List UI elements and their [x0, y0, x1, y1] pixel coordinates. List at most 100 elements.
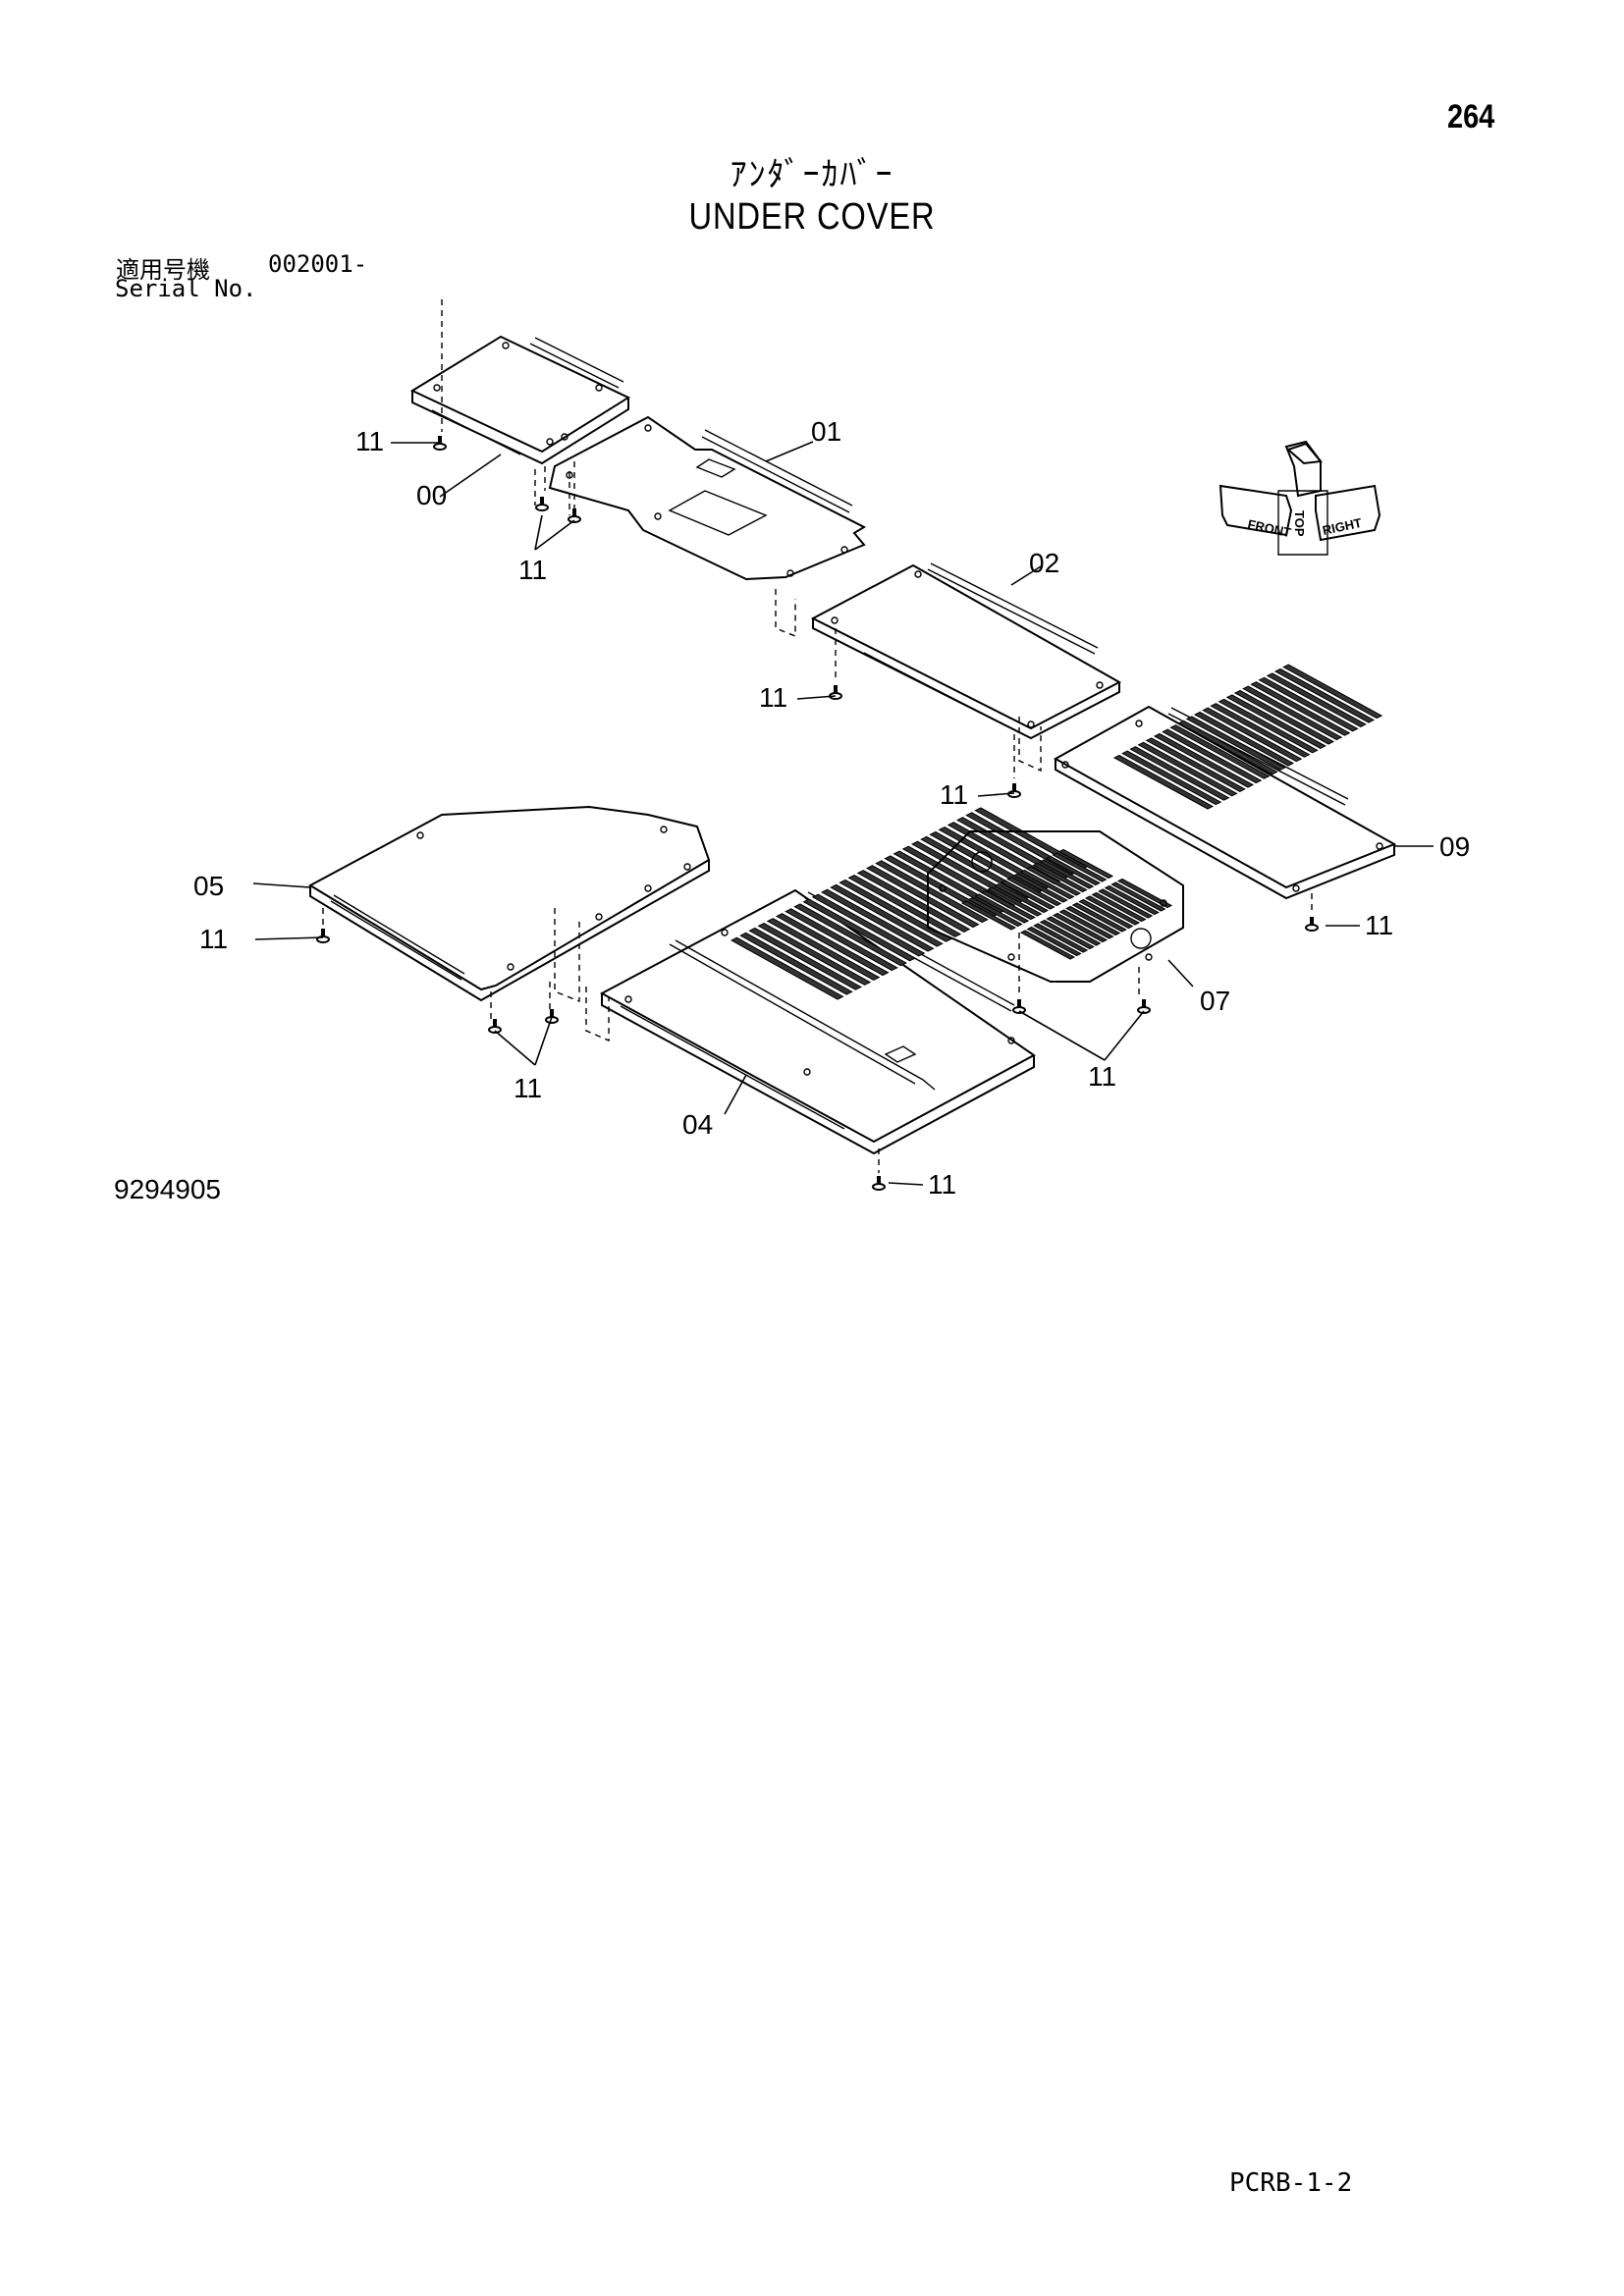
vent-slot	[820, 888, 935, 952]
callout-11: 11	[355, 426, 384, 456]
vent-slot	[730, 936, 844, 1000]
vent-slot	[757, 922, 872, 986]
vent-slot	[875, 860, 989, 924]
vent-slot	[1153, 732, 1255, 788]
drawing-number: 9294905	[114, 1174, 222, 1204]
vent-slot	[1250, 681, 1351, 736]
vent-slot	[1145, 737, 1246, 792]
vent-slot	[960, 900, 1017, 931]
vent-slot	[1058, 909, 1114, 939]
vent-slot	[1012, 873, 1068, 903]
vent-slot	[1019, 930, 1076, 960]
bolt-icon	[1137, 999, 1151, 1014]
leader-lines	[252, 441, 1434, 1186]
vent-slot	[1057, 848, 1114, 880]
vent-slot	[1273, 667, 1376, 723]
bolt-icon	[316, 929, 330, 943]
callout-11: 11	[518, 555, 547, 585]
part-07-vented-plate	[927, 830, 1184, 983]
callout-04: 04	[682, 1109, 713, 1140]
bolt-icon	[1012, 999, 1026, 1014]
vent-slot	[847, 874, 962, 937]
bolt-icon	[568, 508, 581, 523]
vent-slot	[1091, 891, 1147, 923]
callout-11: 11	[514, 1073, 542, 1103]
vent-slot	[1052, 852, 1108, 882]
page-number: 264	[1447, 98, 1495, 135]
vent-slot	[1000, 880, 1056, 910]
vent-slot	[775, 913, 890, 977]
vent-slot	[1104, 884, 1160, 916]
vent-slot	[1185, 716, 1286, 771]
vent-slot	[1169, 724, 1271, 779]
vent-slot	[1210, 703, 1311, 758]
vent-slot	[1071, 902, 1127, 933]
vent-slot	[1129, 746, 1230, 801]
callout-09: 09	[1439, 831, 1470, 862]
bolt-icon	[1305, 917, 1319, 932]
orientation-label-top: TOP	[1292, 510, 1307, 537]
part-04-vented-cover	[599, 807, 1088, 1155]
callout-11: 11	[928, 1169, 956, 1200]
bolt-icon	[1007, 783, 1021, 798]
vent-slot	[830, 883, 944, 947]
callout-11: 11	[1088, 1061, 1116, 1092]
vent-slot	[974, 893, 1030, 924]
page-title: UNDER COVER	[688, 196, 936, 238]
page-code: PCRB-1-2	[1229, 2168, 1353, 2198]
vent-slot	[980, 889, 1036, 921]
vent-slot	[1266, 672, 1367, 727]
callout-11: 11	[759, 682, 787, 713]
callout-labels: 11 00 11 01 02 11 11 09 05 11 11 07 11 1…	[193, 416, 1470, 1200]
vent-slot	[1218, 698, 1319, 754]
alignment-guides	[322, 299, 1313, 1173]
part-00-cover	[409, 335, 631, 465]
vent-slot	[1162, 728, 1263, 784]
vent-slot	[766, 918, 881, 981]
vent-slot	[748, 927, 862, 990]
vent-slot	[1193, 711, 1295, 767]
vent-slot	[1177, 720, 1278, 775]
vent-slot	[1242, 685, 1343, 741]
vent-slot	[993, 882, 1050, 914]
orientation-icon: TOP FRONT RIGHT	[1218, 440, 1381, 556]
vent-slot	[1078, 898, 1134, 930]
vent-slot	[1026, 926, 1082, 957]
bolt-icon	[872, 1176, 886, 1191]
vent-slot	[1202, 707, 1303, 763]
serial-label: Serial No.	[115, 275, 257, 302]
vent-slot	[987, 886, 1043, 917]
vent-slot	[1282, 664, 1383, 720]
vent-slot	[785, 908, 898, 972]
callout-01: 01	[811, 416, 841, 447]
vent-slot	[739, 932, 853, 995]
vent-slot	[1032, 862, 1088, 893]
vent-slot	[1052, 912, 1109, 943]
serial-label-japanese: 適用号機	[116, 256, 210, 284]
callout-00: 00	[416, 480, 447, 510]
vent-slot	[1006, 876, 1062, 907]
vent-slot	[1110, 881, 1166, 912]
vent-slot	[1112, 754, 1215, 810]
part-11-bolts	[316, 436, 1319, 1191]
vent-slot	[1039, 919, 1095, 950]
vent-slot	[1039, 859, 1095, 889]
exploded-parts-diagram: 11 00 11 01 02 11 11 09 05 11 11 07 11 1…	[193, 299, 1470, 1200]
page-title-japanese: ｱﾝﾀﾞｰｶﾊﾞｰ	[730, 155, 894, 194]
callout-11: 11	[1365, 910, 1393, 940]
bolt-icon	[535, 497, 549, 511]
vent-slot	[1098, 888, 1154, 919]
part-05-cover	[307, 805, 711, 1002]
vent-slot	[1046, 916, 1102, 946]
callout-05: 05	[193, 871, 224, 901]
bolt-icon	[545, 1009, 559, 1024]
callout-11: 11	[940, 779, 968, 810]
bolt-icon	[488, 1019, 502, 1034]
vent-slot	[1033, 923, 1089, 953]
callout-11: 11	[199, 924, 228, 954]
vent-slot	[1225, 694, 1326, 749]
vent-slot	[967, 896, 1023, 928]
bolt-icon	[433, 436, 447, 451]
vent-slot	[793, 903, 907, 967]
vent-slot	[1019, 869, 1075, 900]
